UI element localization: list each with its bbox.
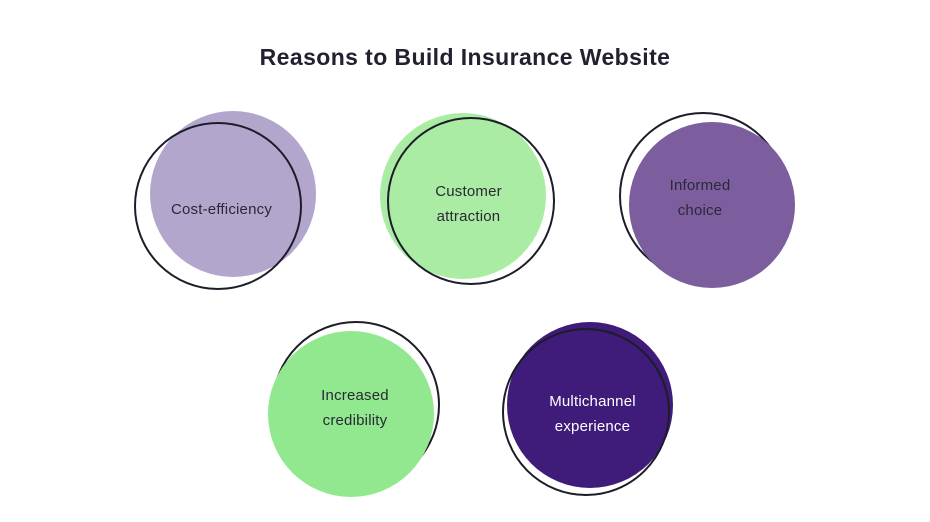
- bubble-cost-efficiency: Cost-efficiency: [134, 111, 317, 291]
- bubble-label: Cost-efficiency: [170, 200, 273, 218]
- diagram-title: Reasons to Build Insurance Website: [259, 44, 671, 70]
- bubble-increased-credibility: Increased credibility: [268, 321, 442, 497]
- bubble-fill-circle: [268, 331, 434, 497]
- bubble-label: Customer attraction: [435, 183, 502, 225]
- bubble-fill-circle: [629, 122, 795, 288]
- bubble-informed-choice: Informed choice: [619, 112, 795, 288]
- bubble-customer-attraction: Customer attraction: [380, 113, 555, 285]
- bubble-outline-ring: [134, 122, 302, 290]
- bubble-outline-ring: [502, 328, 670, 496]
- bubble-label: Informed choice: [669, 177, 731, 219]
- bubble-multichannel-experience: Multichannel experience: [502, 322, 673, 496]
- bubble-label: Increased credibility: [321, 387, 389, 429]
- bubble-outline-ring: [387, 117, 555, 285]
- bubble-label: Multichannel experience: [549, 393, 636, 435]
